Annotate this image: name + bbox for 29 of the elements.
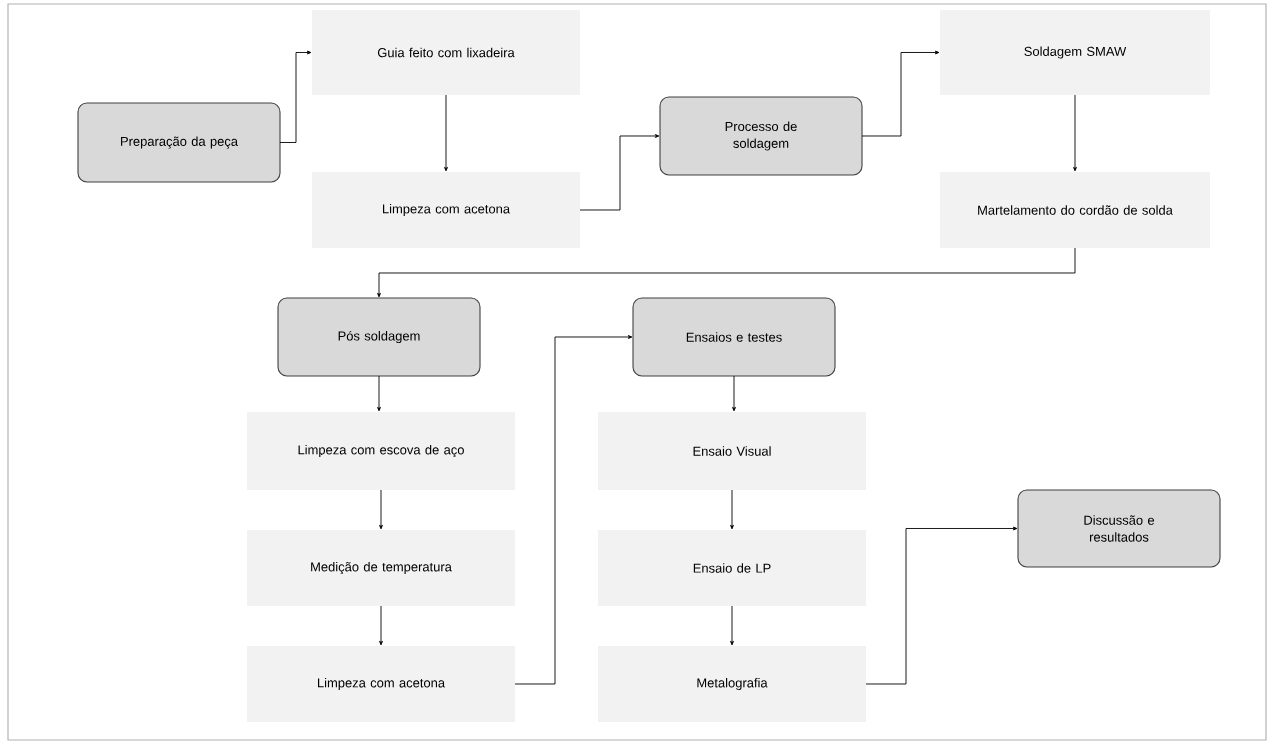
arrow — [279, 50, 312, 143]
arrow — [861, 50, 940, 137]
arrow — [1073, 94, 1077, 172]
process-box: Medição de temperatura — [247, 530, 515, 606]
arrow — [444, 94, 448, 172]
arrow — [379, 489, 383, 530]
stage-box: Pós soldagem — [277, 297, 481, 377]
arrow — [514, 335, 633, 685]
process-box: Limpeza com acetona — [312, 172, 580, 248]
arrow — [379, 605, 383, 646]
process-box: Guia feito com lixadeira — [312, 10, 580, 95]
arrow — [377, 375, 381, 412]
arrow — [730, 489, 734, 530]
arrow — [730, 605, 734, 646]
process-box: Limpeza com escova de aço — [247, 412, 515, 490]
process-box: Ensaio Visual — [598, 412, 866, 490]
arrow — [865, 526, 1018, 685]
process-box: Soldagem SMAW — [940, 10, 1210, 95]
process-box: Ensaio de LP — [598, 530, 866, 606]
process-box: Martelamento do cordão de solda — [940, 172, 1210, 248]
stage-box: Processo de soldagem — [659, 96, 863, 176]
arrow — [579, 134, 660, 211]
stage-box: Preparação da peça — [77, 102, 281, 183]
process-box: Metalografia — [598, 646, 866, 722]
arrow — [377, 247, 1076, 298]
stage-box: Discussão e resultados — [1017, 489, 1221, 568]
arrow — [732, 375, 736, 412]
process-box: Limpeza com acetona — [247, 646, 515, 722]
stage-box: Ensaios e testes — [632, 297, 836, 377]
